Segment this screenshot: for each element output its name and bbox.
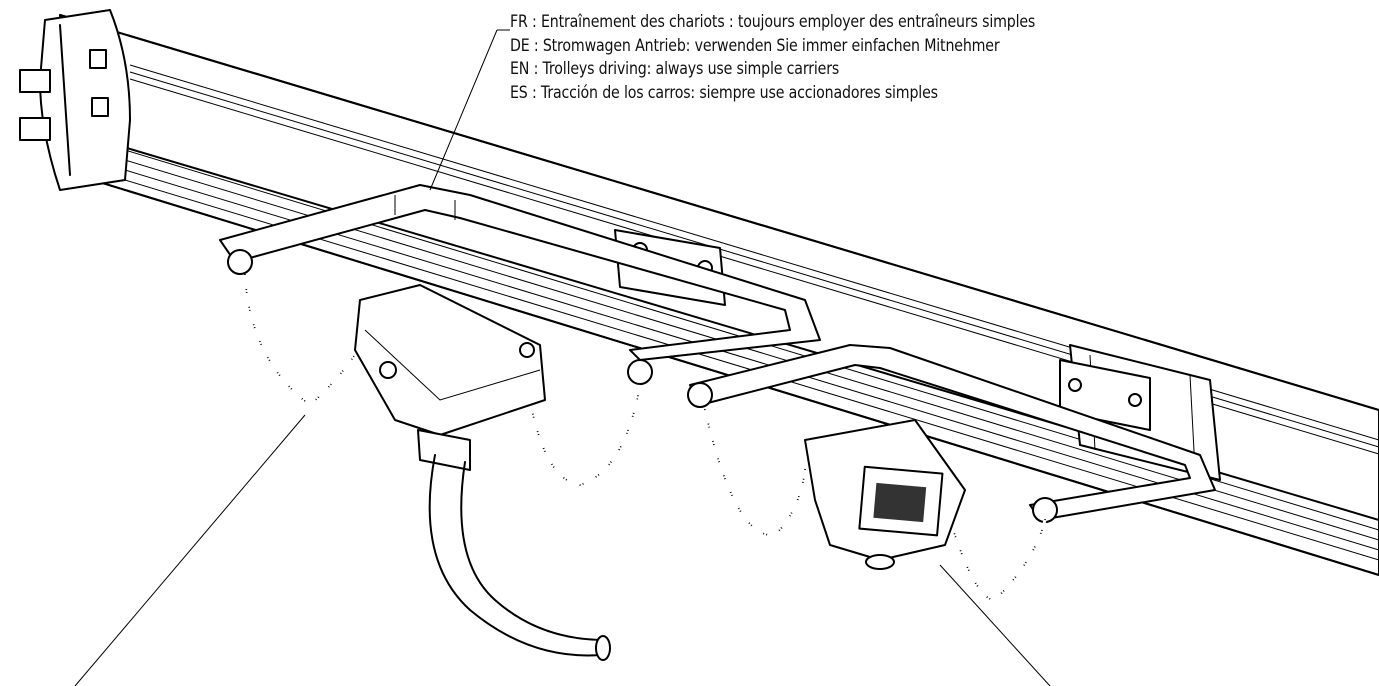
caption-block: FR : Entraînement des chariots : toujour… (510, 10, 1121, 104)
caption-line-en: EN : Trolleys driving: always use simple… (510, 59, 840, 78)
hanger-clamp-right (1059, 359, 1151, 431)
caption-line-de: DE : Stromwagen Antrieb: verwenden Sie i… (510, 35, 1000, 55)
caption-line-es: ES : Tracción de los carros: siempre use… (510, 82, 938, 102)
chain-middle (528, 384, 642, 487)
towing-arm-right (687, 344, 1216, 523)
collector-trolley-left (354, 284, 546, 471)
leader-lines (74, 29, 1051, 686)
caption-line-fr: FR : Entraînement des chariots : toujour… (510, 12, 1036, 31)
collector-trolley-right (804, 419, 966, 570)
towing-arm-left (219, 184, 821, 385)
flexible-cable (428, 454, 611, 661)
rail-end-cap (19, 9, 131, 191)
chain-right-2 (948, 519, 1047, 602)
chain-right-1 (703, 409, 807, 537)
